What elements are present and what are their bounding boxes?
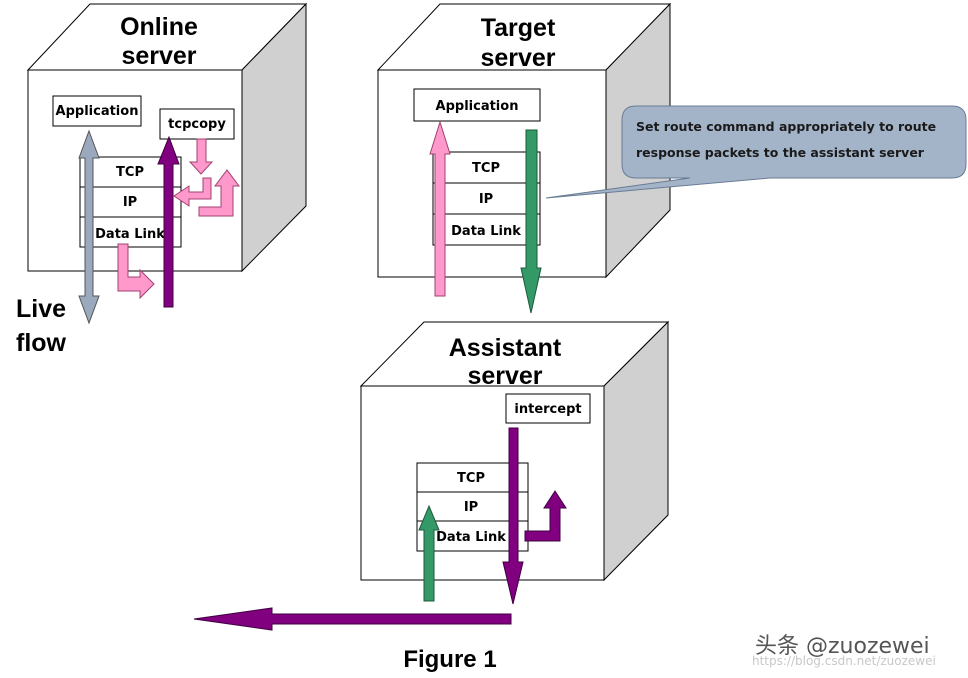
tcpcopy-up-arrow: [157, 135, 180, 308]
assistant-server-title-1: Assistant: [449, 334, 562, 362]
assistant-tcp-label: TCP: [457, 471, 485, 486]
online-tcpcopy-label: tcpcopy: [168, 117, 226, 132]
online-server-title-1: Online: [120, 13, 198, 41]
assistant-purple-turn-arrow: [524, 490, 567, 542]
target-datalink-layer: [432, 213, 541, 246]
target-green-down-arrow: [520, 129, 542, 314]
assistant-server-title-2: server: [467, 362, 542, 390]
online-application-box: [52, 95, 142, 127]
pink-datalink-out-arrow: [117, 243, 155, 300]
online-application-label: Application: [56, 104, 139, 119]
figure-caption: Figure 1: [403, 646, 496, 673]
pink-turn-up-arrow: [198, 169, 240, 217]
watermark-brand: 头条 @zuozewei: [755, 634, 930, 659]
target-datalink-label: Data Link: [451, 224, 521, 239]
purple-left-arrow: [193, 607, 512, 631]
callout-line-1: Set route command appropriately to route: [636, 119, 936, 134]
pink-turn-left-arrow: [173, 177, 212, 207]
assistant-green-up-arrow: [418, 504, 440, 602]
callout-line-2: response packets to the assistant server: [636, 145, 925, 160]
target-server-title-1: Target: [481, 14, 556, 42]
online-datalink-label: Data Link: [95, 227, 165, 242]
target-application-box: [413, 88, 541, 122]
online-server-title-2: server: [121, 42, 196, 70]
live-flow-label-2: flow: [16, 329, 67, 357]
assistant-intercept-box: [505, 393, 591, 424]
online-ip-label: IP: [123, 195, 137, 210]
assistant-datalink-label: Data Link: [436, 530, 506, 545]
assistant-ip-label: IP: [464, 500, 478, 515]
target-ip-label: IP: [479, 192, 493, 207]
target-pink-up-arrow: [429, 120, 451, 297]
assistant-purple-down-arrow: [502, 427, 524, 605]
target-tcp-label: TCP: [472, 161, 500, 176]
online-tcp-label: TCP: [116, 165, 144, 180]
route-command-callout: [545, 105, 967, 199]
live-flow-label-1: Live: [16, 295, 66, 323]
target-application-label: Application: [436, 99, 519, 114]
pink-down-arrow: [188, 138, 214, 175]
live-flow-double-arrow: [78, 129, 100, 325]
assistant-intercept-label: intercept: [514, 402, 581, 417]
watermark-url: https://blog.csdn.net/zuozewei: [752, 654, 936, 668]
target-server-title-2: server: [480, 44, 555, 72]
